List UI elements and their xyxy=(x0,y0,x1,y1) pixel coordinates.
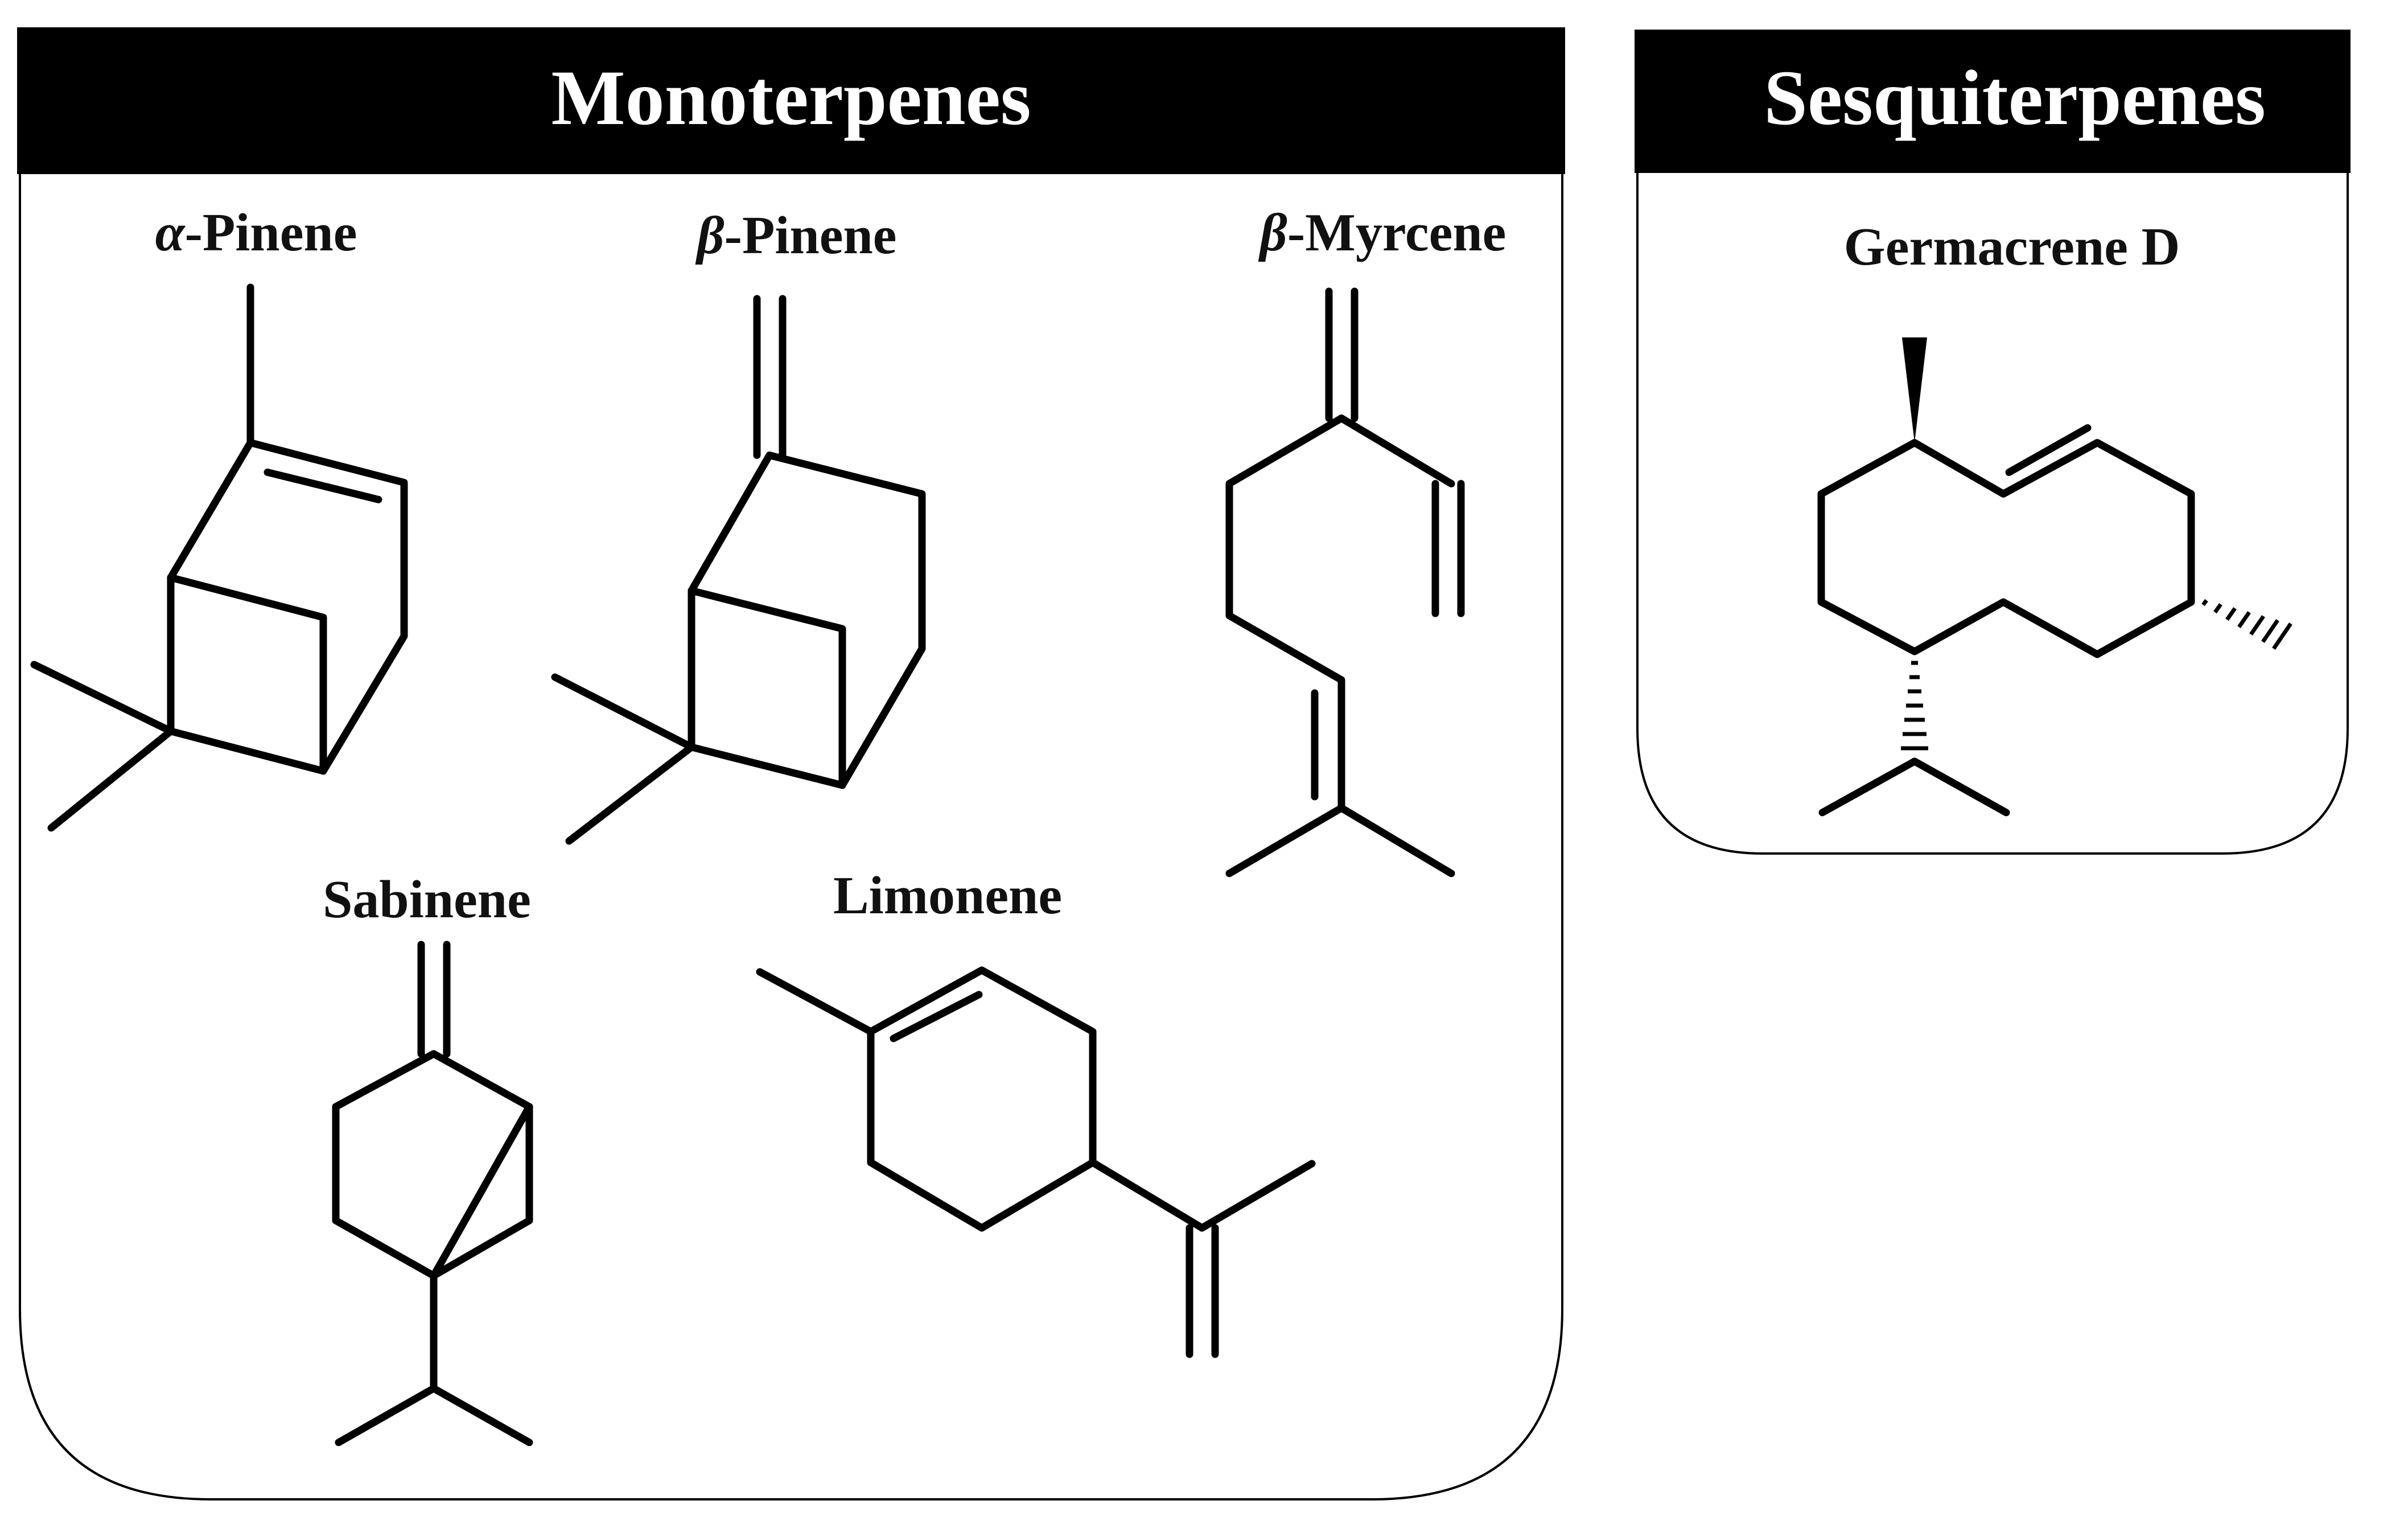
beta-pinene-label: β-Pinene xyxy=(695,206,897,265)
sabinene-structure xyxy=(332,941,533,1446)
monoterpenes-title: Monoterpenes xyxy=(551,54,1031,141)
beta-pinene-prefix: β xyxy=(695,206,725,265)
beta-myrcene-name: -Myrcene xyxy=(1287,203,1506,262)
beta-myrcene-prefix: β xyxy=(1258,203,1287,262)
sabinene-label: Sabinene xyxy=(323,870,531,929)
monoterpenes-panel: Monoterpenes α-Pinene β-Pinene xyxy=(17,27,1565,1500)
monoterpenes-header xyxy=(17,27,1565,174)
beta-myrcene-structure xyxy=(1225,287,1465,877)
germacrene-d-hash-bond-isopropyl xyxy=(1901,661,1928,751)
beta-pinene-structure xyxy=(551,295,926,845)
sabinene: Sabinene xyxy=(323,870,533,1446)
sesquiterpenes-title: Sesquiterpenes xyxy=(1764,54,2266,141)
beta-pinene-name: -Pinene xyxy=(725,206,897,265)
germacrene-d-hash-bond-methyl xyxy=(2201,599,2292,650)
limonene: Limonene xyxy=(756,866,1316,1358)
beta-myrcene-label: β-Myrcene xyxy=(1258,203,1506,262)
alpha-pinene-structure xyxy=(30,283,408,832)
alpha-pinene: α-Pinene xyxy=(30,203,408,832)
germacrene-d-wedge-bond xyxy=(1902,337,1927,443)
germacrene-d: Germacrene D xyxy=(1817,217,2292,817)
beta-pinene: β-Pinene xyxy=(551,206,926,845)
germacrene-d-label: Germacrene D xyxy=(1844,217,2180,277)
alpha-pinene-label: α-Pinene xyxy=(155,203,357,262)
sesquiterpenes-panel: Sesquiterpenes Germacrene D xyxy=(1635,30,2351,855)
sesquiterpenes-panel-border xyxy=(1636,171,2349,855)
limonene-label: Limonene xyxy=(833,866,1062,925)
alpha-pinene-prefix: α xyxy=(155,203,186,262)
beta-myrcene: β-Myrcene xyxy=(1225,203,1506,877)
germacrene-d-structure xyxy=(1817,424,2195,817)
sesquiterpenes-header xyxy=(1635,30,2351,173)
limonene-structure xyxy=(756,966,1316,1358)
alpha-pinene-name: -Pinene xyxy=(185,203,357,262)
